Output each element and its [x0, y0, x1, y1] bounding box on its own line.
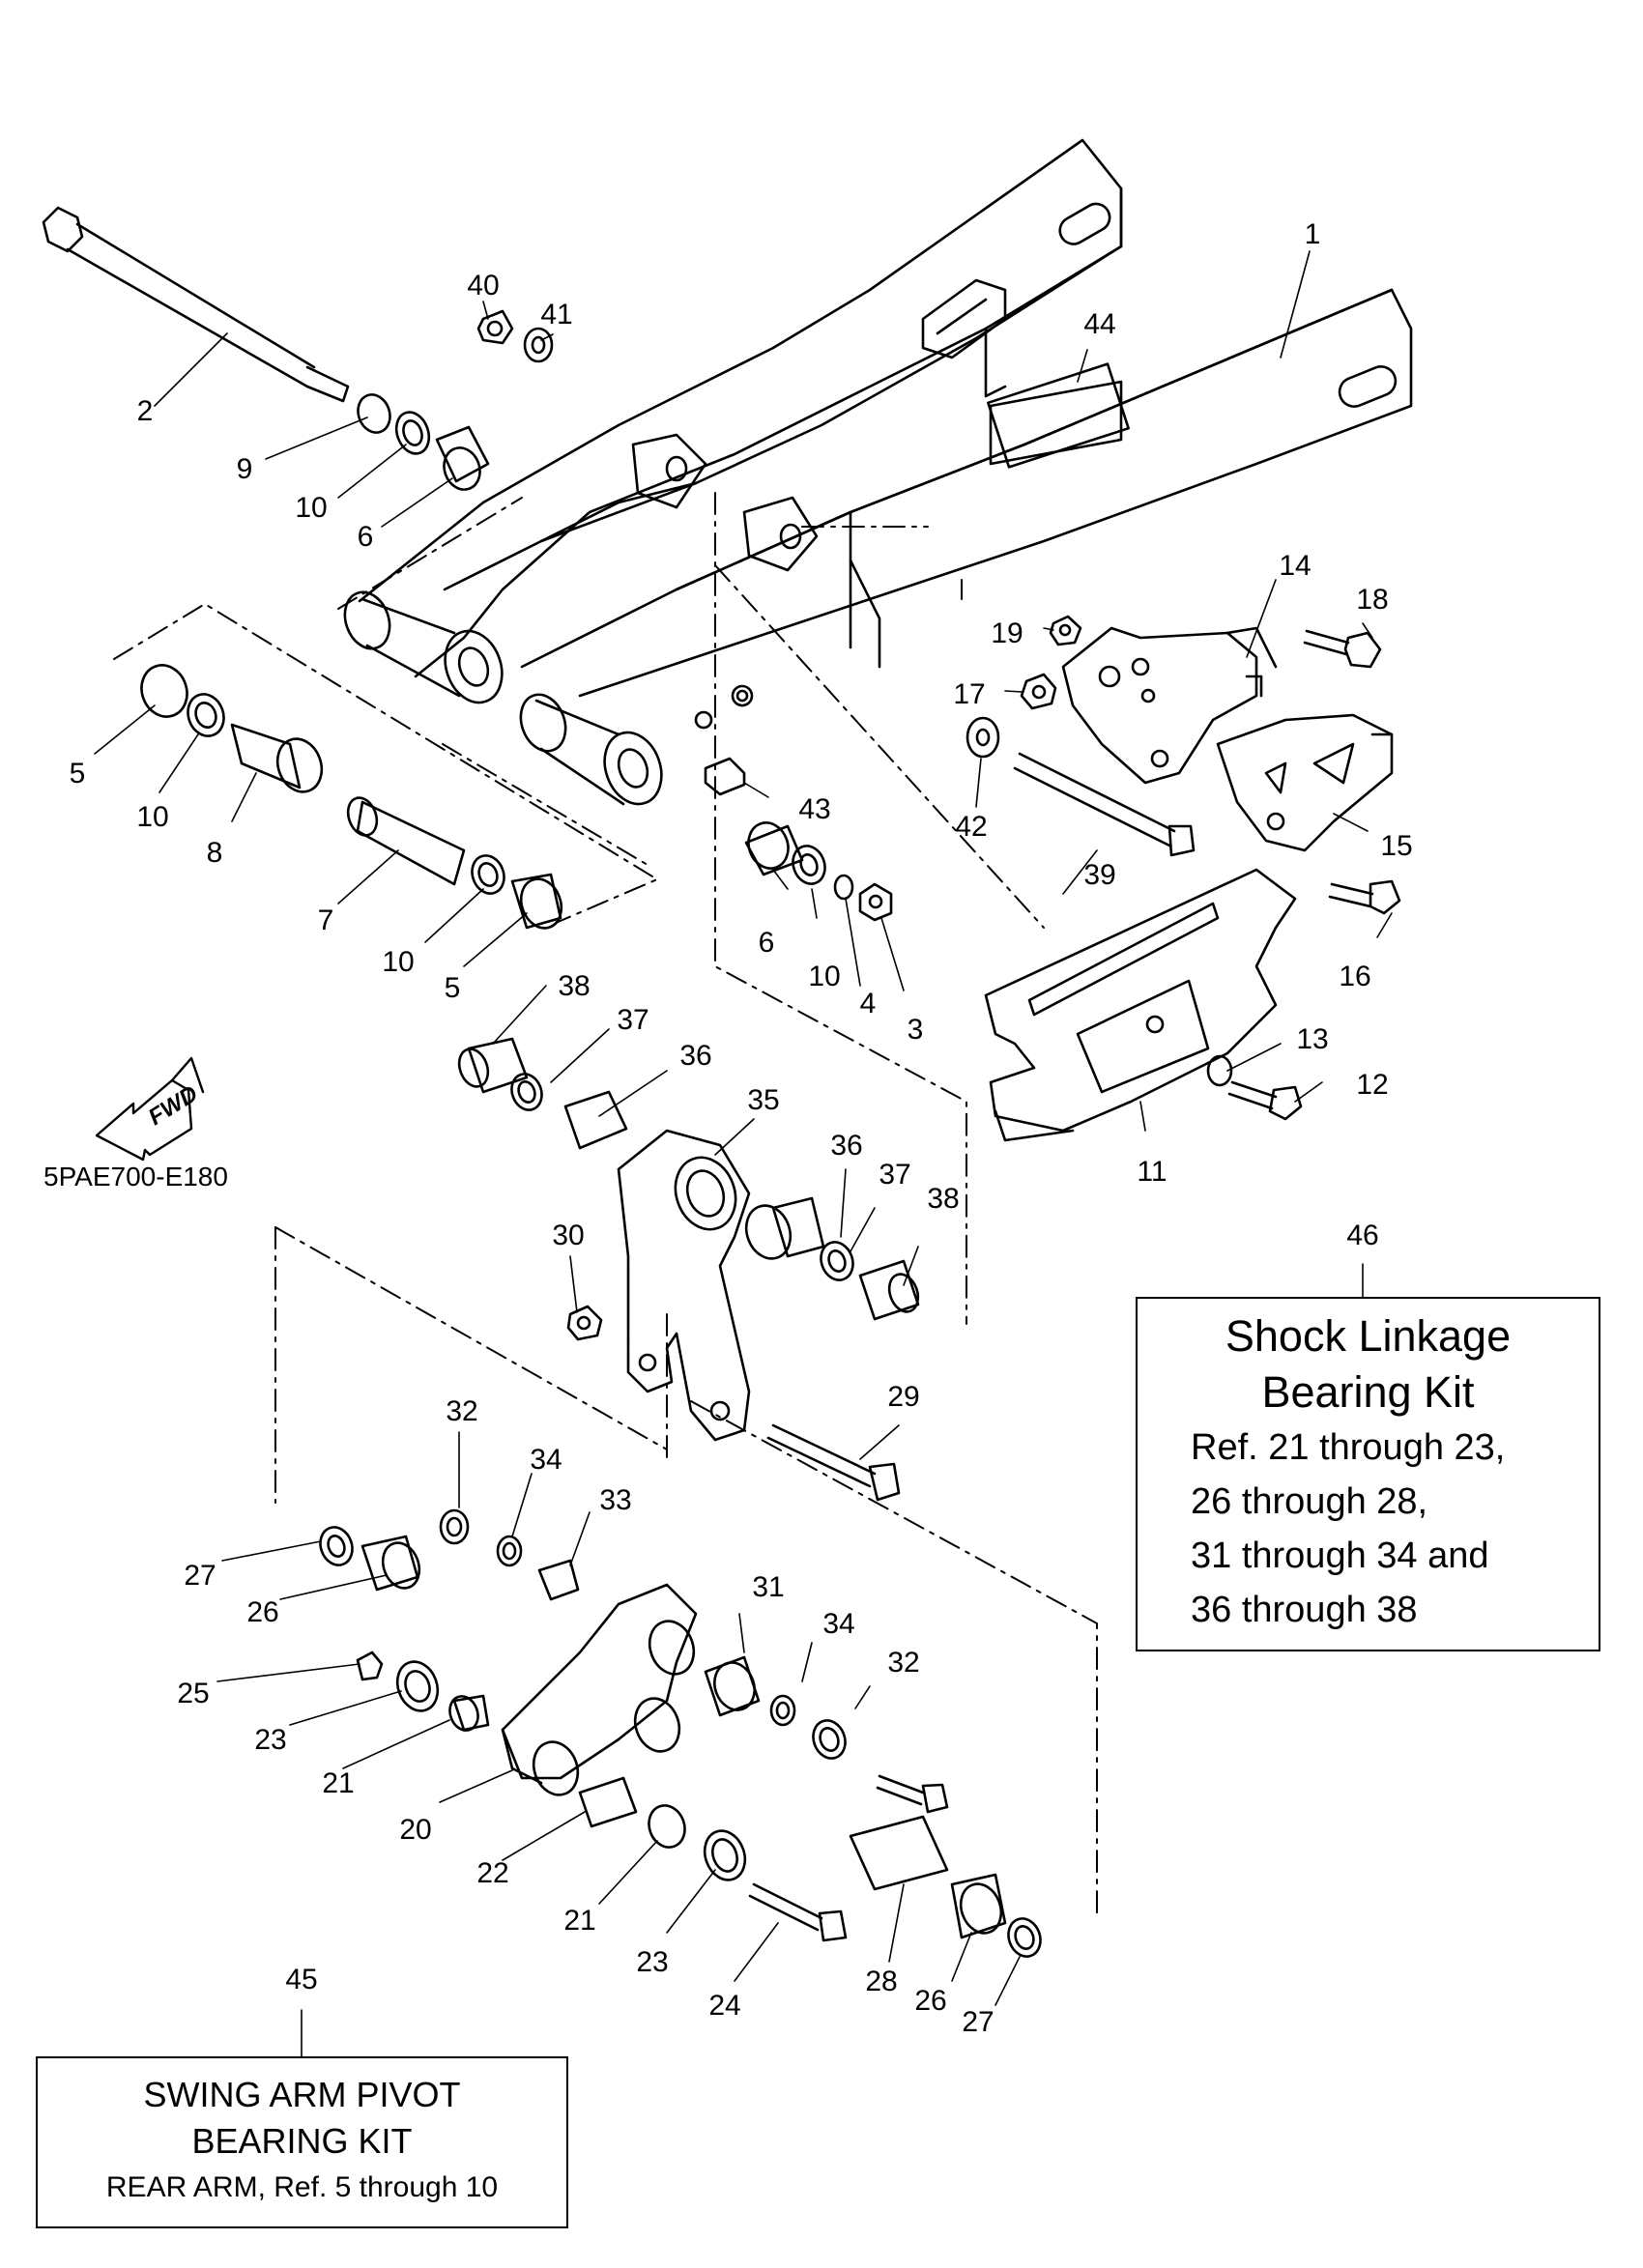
- bolt-24: [748, 1882, 848, 1942]
- callout-40: 40: [467, 270, 499, 301]
- callout-32-a: 32: [446, 1395, 477, 1427]
- callout-21-a: 21: [322, 1767, 354, 1799]
- kit45-ref-line: REAR ARM, Ref. 5 through 10: [105, 2171, 499, 2203]
- callout-23-b: 23: [636, 1946, 668, 1978]
- shock-linkage-bearing-kit-box: Shock Linkage Bearing Kit Ref. 21 throug…: [1136, 1297, 1600, 1651]
- callout-43: 43: [798, 793, 830, 825]
- callout-37-b: 37: [879, 1159, 910, 1191]
- callout-31: 31: [752, 1571, 784, 1603]
- callout-8: 8: [207, 837, 223, 869]
- chain-guide-14: [1061, 626, 1278, 785]
- callout-7: 7: [318, 904, 334, 936]
- callout-leader-lines: [94, 250, 1393, 2057]
- relay-arm-collars: [457, 1037, 920, 1321]
- kit46-title-line2: Bearing Kit: [1261, 1367, 1475, 1417]
- connecting-rod-20: [501, 1583, 698, 1796]
- lower-linkage-bearings: [319, 1508, 1042, 1958]
- callout-10-c: 10: [382, 946, 414, 978]
- callout-29: 29: [887, 1381, 919, 1413]
- callout-33: 33: [599, 1484, 631, 1516]
- callout-10-d: 10: [808, 961, 840, 992]
- callout-38-b: 38: [927, 1183, 959, 1215]
- chain-slider-11: [984, 868, 1297, 1142]
- kit46-title-line1: Shock Linkage: [1225, 1311, 1512, 1361]
- callout-9: 9: [237, 453, 253, 485]
- callout-2: 2: [137, 395, 154, 427]
- callout-24: 24: [708, 1990, 740, 2022]
- callout-35: 35: [747, 1084, 779, 1116]
- callout-1: 1: [1305, 218, 1321, 250]
- fwd-arrow-icon: [95, 1056, 205, 1162]
- callout-34-b: 34: [822, 1608, 854, 1640]
- callout-39: 39: [1083, 859, 1115, 891]
- nut-30-bolt-29: [566, 1305, 901, 1502]
- nut-40-washer-41: [476, 309, 554, 363]
- bolt-12-washer-13: [1206, 1054, 1303, 1121]
- kit46-ref-line3: 31 through 34 and: [1191, 1536, 1489, 1576]
- callout-20: 20: [399, 1814, 431, 1846]
- callout-21-b: 21: [563, 1905, 595, 1937]
- assembly-guide-lines: [113, 492, 1098, 1919]
- callout-28: 28: [865, 1966, 897, 1997]
- spare-bolt: [876, 1774, 949, 1814]
- callout-32-b: 32: [887, 1647, 919, 1679]
- kit45-title-line2: BEARING KIT: [191, 2121, 413, 2161]
- swing-arm-pivot-bosses: [343, 433, 819, 806]
- pivot-bearings-left: [140, 393, 563, 930]
- pivot-shaft: [42, 206, 350, 403]
- callout-13: 13: [1296, 1023, 1328, 1055]
- callout-18: 18: [1356, 584, 1388, 616]
- callout-6-lower: 6: [759, 927, 775, 959]
- callout-25: 25: [177, 1678, 209, 1709]
- diagram-code: 5PAE700-E180: [43, 1162, 228, 1191]
- callout-5-lower: 5: [445, 972, 461, 1004]
- swing-arm-pivot-bearing-kit-box: SWING ARM PIVOT BEARING KIT REAR ARM, Re…: [36, 2056, 568, 2228]
- callout-45: 45: [285, 1964, 317, 1995]
- swing-arm: [358, 138, 1413, 698]
- callout-23-a: 23: [254, 1724, 286, 1756]
- callout-42: 42: [955, 811, 987, 843]
- callout-22: 22: [476, 1857, 508, 1889]
- kit46-ref-line1: Ref. 21 through 23,: [1191, 1427, 1506, 1468]
- callout-14: 14: [1279, 550, 1311, 582]
- callout-37-a: 37: [617, 1004, 649, 1036]
- fwd-label: FWD: [144, 1080, 203, 1131]
- callout-44: 44: [1083, 308, 1115, 340]
- callout-15: 15: [1380, 830, 1412, 862]
- callout-11: 11: [1137, 1156, 1167, 1188]
- callout-26-b: 26: [914, 1985, 946, 2017]
- callout-41: 41: [540, 299, 572, 330]
- chain-guide-bracket-15: [1216, 713, 1394, 852]
- callout-16: 16: [1339, 961, 1370, 992]
- bolts-nuts-chain-guide: [966, 615, 1401, 915]
- pivot-bearings-right: [744, 821, 893, 922]
- callout-27-b: 27: [962, 2006, 994, 2038]
- callout-27-a: 27: [184, 1560, 216, 1592]
- callout-12: 12: [1356, 1069, 1388, 1101]
- callout-17: 17: [953, 678, 985, 710]
- relay-arm-35: [617, 1129, 751, 1442]
- callout-5-upper: 5: [70, 758, 86, 789]
- kit46-ref-line4: 36 through 38: [1191, 1590, 1418, 1630]
- callout-3: 3: [908, 1014, 924, 1046]
- callout-34-a: 34: [530, 1444, 562, 1476]
- callout-19: 19: [991, 617, 1023, 649]
- callout-numbers: 1 2 3 4 5 5 6 6 7 8 9 10 10 10 10 11 12 …: [70, 218, 1413, 2038]
- callout-4: 4: [860, 988, 877, 1019]
- swing-arm-label-sticker: [989, 380, 1123, 466]
- plug-43: [704, 757, 746, 796]
- callout-10-a: 10: [295, 492, 327, 524]
- callout-10-b: 10: [136, 801, 168, 833]
- kit46-ref-line2: 26 through 28,: [1191, 1481, 1428, 1522]
- callout-26-a: 26: [246, 1596, 278, 1628]
- callout-36-a: 36: [679, 1040, 711, 1072]
- callout-30: 30: [552, 1220, 584, 1251]
- callout-6-upper: 6: [358, 521, 374, 553]
- callout-36-b: 36: [830, 1130, 862, 1162]
- callout-38-a: 38: [558, 970, 590, 1002]
- kit45-title-line1: SWING ARM PIVOT: [143, 2075, 461, 2114]
- callout-46: 46: [1346, 1220, 1378, 1251]
